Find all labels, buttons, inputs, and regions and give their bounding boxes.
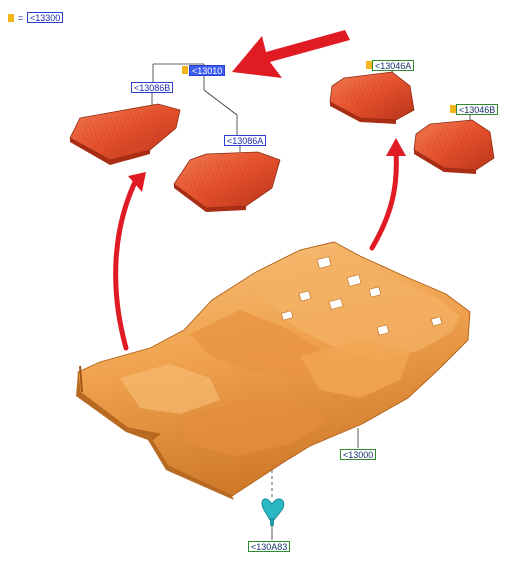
callout-130a83[interactable]: <130A83 [248,541,291,552]
curved-arrow-right [369,138,406,251]
red-arrow-icon [232,30,350,78]
callout-marker-13046a [366,61,372,69]
callout-marker-13046b [450,105,456,113]
callout-13000[interactable]: <13000 [340,449,377,460]
callout-marker-13010 [182,66,188,74]
legend-marker [8,14,14,22]
curved-arrow-left [113,172,146,351]
floor-carpet-13000 [76,241,471,500]
clip-fastener-icon [261,498,285,526]
leader-13086a-diag [203,89,238,116]
floor-mat-13086a [173,151,281,212]
floor-mat-13046a [329,71,415,124]
callout-13010[interactable]: <13010 [189,65,226,76]
callout-13086a[interactable]: <13086A [224,135,267,146]
legend-equals: = [18,13,24,23]
callout-13046a[interactable]: <13046A [372,60,415,71]
callout-13086b[interactable]: <13086B [131,82,174,93]
floor-mat-13086b [69,103,181,165]
legend-ref-13300[interactable]: <13300 [27,12,64,23]
floor-mat-13046b [413,119,495,174]
callout-13046b[interactable]: <13046B [456,104,499,115]
